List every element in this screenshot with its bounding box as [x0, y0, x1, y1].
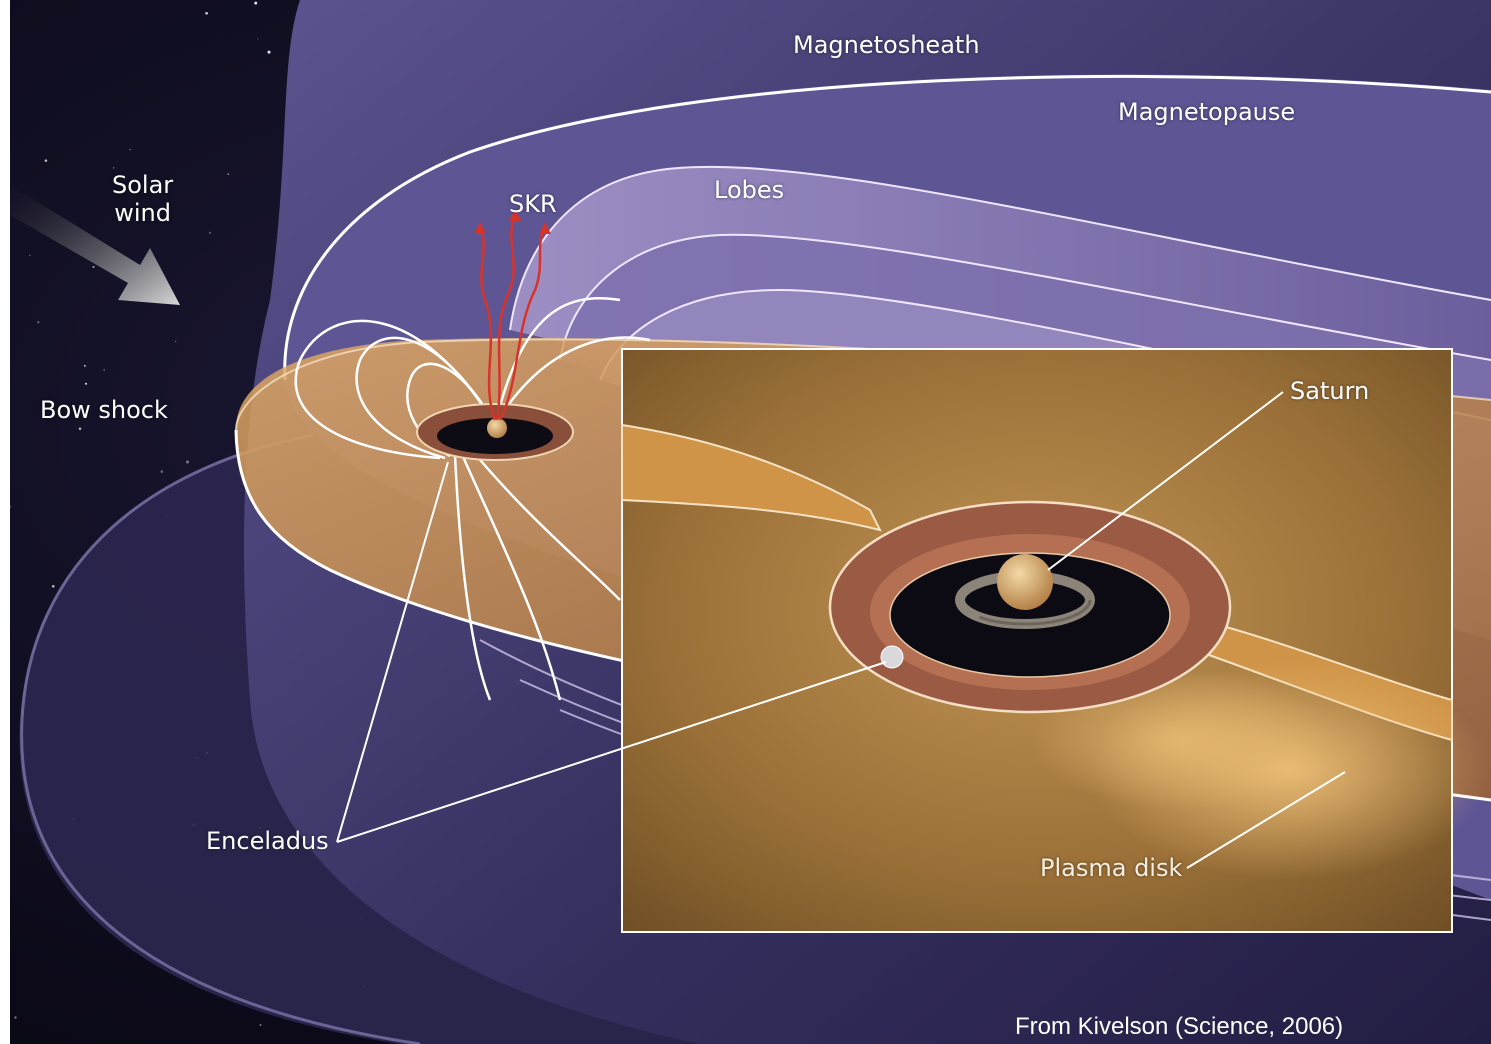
star — [84, 365, 86, 367]
magnetic-field-lines — [294, 296, 651, 701]
star — [254, 1, 258, 5]
leader-lines — [336, 391, 1346, 869]
star — [51, 585, 55, 588]
star — [44, 159, 48, 162]
source-credit: From Kivelson (Science, 2006) — [1015, 1013, 1344, 1040]
star — [227, 173, 230, 175]
star — [103, 369, 105, 371]
saturn-label: Saturn — [1290, 377, 1370, 405]
saturn-inset-panel — [621, 348, 1490, 933]
magnetosheath-label: Magnetosheath — [793, 31, 980, 59]
plasma-disk-label: Plasma disk — [1040, 854, 1183, 882]
star — [9, 505, 12, 508]
star — [259, 1024, 262, 1026]
solar-wind-label: Solar wind — [112, 171, 174, 227]
bow-shock-label: Bow shock — [40, 396, 168, 424]
magnetopause-label: Magnetopause — [1118, 98, 1296, 126]
star — [205, 11, 208, 15]
star — [160, 470, 164, 473]
star — [84, 382, 88, 385]
star — [185, 460, 190, 464]
enceladus-moon — [880, 645, 904, 669]
star — [257, 38, 259, 40]
skr-label: SKR — [509, 190, 557, 218]
enceladus-label: Enceladus — [206, 827, 329, 855]
star — [92, 265, 95, 269]
star — [78, 427, 82, 431]
star — [267, 50, 271, 54]
saturn-small — [487, 418, 507, 438]
magnetopause-outline — [283, 74, 1491, 381]
skr-arrowheads — [474, 209, 551, 234]
star — [129, 148, 131, 151]
lobes-label: Lobes — [714, 176, 785, 204]
star — [37, 321, 40, 324]
solar-wind-label-line2: wind — [114, 198, 171, 227]
skr-emissions — [478, 214, 547, 421]
star — [208, 231, 211, 234]
star — [29, 254, 31, 256]
solar-wind-arrow-icon — [10, 185, 180, 305]
star — [175, 340, 177, 342]
star — [113, 167, 115, 169]
solar-wind-label-line1: Solar — [112, 171, 174, 199]
star — [14, 1016, 17, 1019]
saturn-planet — [997, 554, 1053, 610]
